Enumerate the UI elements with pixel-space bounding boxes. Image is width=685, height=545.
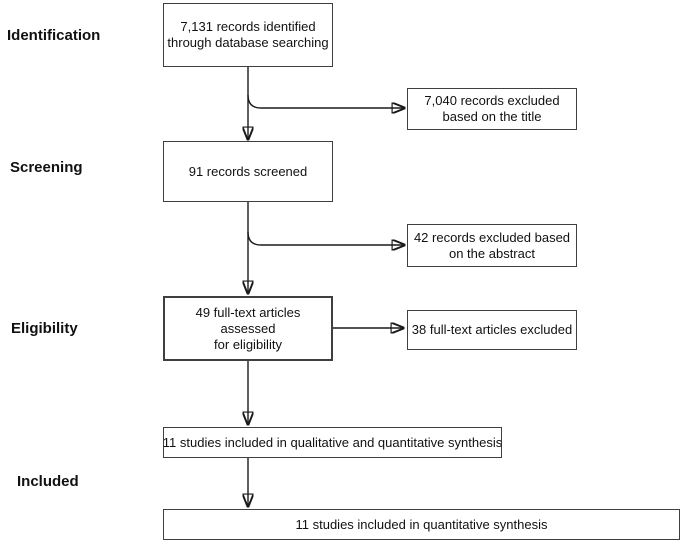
box-quantitative-synthesis: 11 studies included in quantitative synt…	[163, 509, 680, 540]
arrow-branch-to-title-excluded	[247, 94, 405, 108]
box-qualitative-quantitative-synthesis: 11 studies included in qualitative and q…	[163, 427, 502, 458]
box-fulltext-excluded: 38 full-text articles excluded	[407, 310, 577, 350]
stage-label-identification: Identification	[7, 27, 101, 44]
stage-label-eligibility: Eligibility	[11, 320, 78, 337]
arrow-branch-to-abstract-excluded	[247, 231, 405, 245]
box-excluded-by-abstract: 42 records excluded based on the abstrac…	[407, 224, 577, 267]
box-fulltext-assessed: 49 full-text articles assessed for eligi…	[163, 296, 333, 361]
stage-label-screening: Screening	[10, 159, 83, 176]
box-excluded-by-title: 7,040 records excluded based on the titl…	[407, 88, 577, 130]
box-records-identified: 7,131 records identified through databas…	[163, 3, 333, 67]
stage-label-included: Included	[17, 473, 79, 490]
box-records-screened: 91 records screened	[163, 141, 333, 202]
